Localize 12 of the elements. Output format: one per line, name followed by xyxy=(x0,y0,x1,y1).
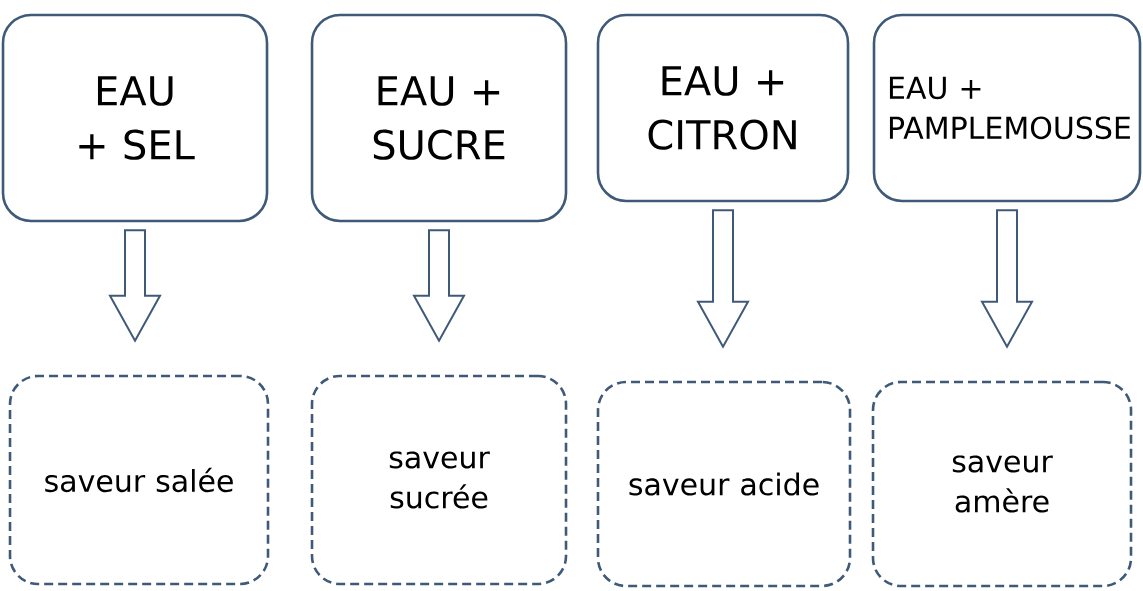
block-arrow xyxy=(412,229,466,343)
dashed-box: saveur sucrée xyxy=(310,374,568,586)
block-arrow xyxy=(696,209,750,349)
dashed-box: saveur salée xyxy=(8,374,270,586)
rounded-box: EAU + SEL xyxy=(1,13,269,223)
rounded-box: EAU + SUCRE xyxy=(310,13,568,223)
rounded-box: EAU + CITRON xyxy=(596,13,850,203)
rounded-box: EAU + PAMPLEMOUSSE xyxy=(872,13,1142,203)
dashed-box: saveur amère xyxy=(871,380,1133,588)
block-arrow xyxy=(108,229,162,343)
dashed-box: saveur acide xyxy=(596,380,852,588)
block-arrow xyxy=(980,209,1034,349)
